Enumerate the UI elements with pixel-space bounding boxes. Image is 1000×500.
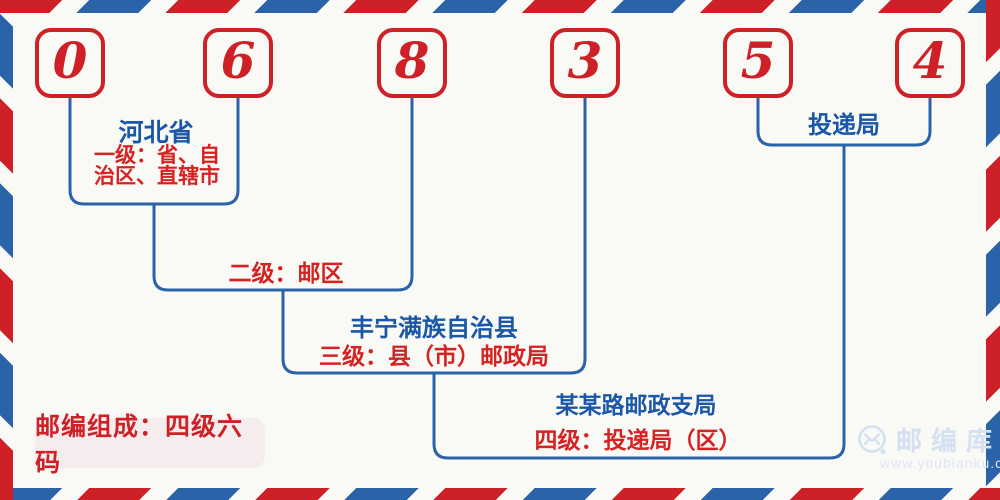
postal-digit-box-4: 3 <box>550 28 620 98</box>
branch-name-label: 某某路邮政支局 <box>555 392 717 418</box>
level4-bracket <box>432 143 846 460</box>
postal-digit: 0 <box>52 31 88 90</box>
level4-description: 四级：投递局（区） <box>534 427 742 453</box>
composition-badge: 邮编组成：四级六码 <box>35 413 265 477</box>
brand-name: 邮编库 <box>896 426 1000 456</box>
brand-url: www.youbianku.com <box>880 455 1000 471</box>
postal-digit-box-6: 4 <box>895 28 965 98</box>
postal-digit-box-1: 0 <box>35 28 105 98</box>
composition-badge-text: 邮编组成：四级六码 <box>35 413 244 477</box>
level1-description: 一级：省、自治区、直辖市 <box>94 144 220 188</box>
delivery-bracket <box>756 94 932 147</box>
postal-digit: 4 <box>912 31 948 90</box>
postal-digit-box-5: 5 <box>723 28 793 98</box>
delivery-office-label: 投递局 <box>808 112 880 139</box>
province-name-label: 河北省 <box>118 119 194 147</box>
postal-digit: 3 <box>567 31 603 90</box>
postal-digit: 6 <box>220 31 256 90</box>
envelope-logo-icon <box>858 425 886 455</box>
postal-digit: 5 <box>740 31 776 90</box>
postal-digit-box-3: 8 <box>377 28 447 98</box>
postal-digit-box-2: 6 <box>203 28 273 98</box>
county-name-label: 丰宁满族自治县 <box>350 315 518 342</box>
level2-description: 二级：邮区 <box>228 260 344 286</box>
brand-watermark: 邮编库 www.youbianku.com <box>856 424 1000 471</box>
level3-description: 三级：县（市）邮政局 <box>319 343 549 369</box>
postal-digit: 8 <box>394 31 430 90</box>
